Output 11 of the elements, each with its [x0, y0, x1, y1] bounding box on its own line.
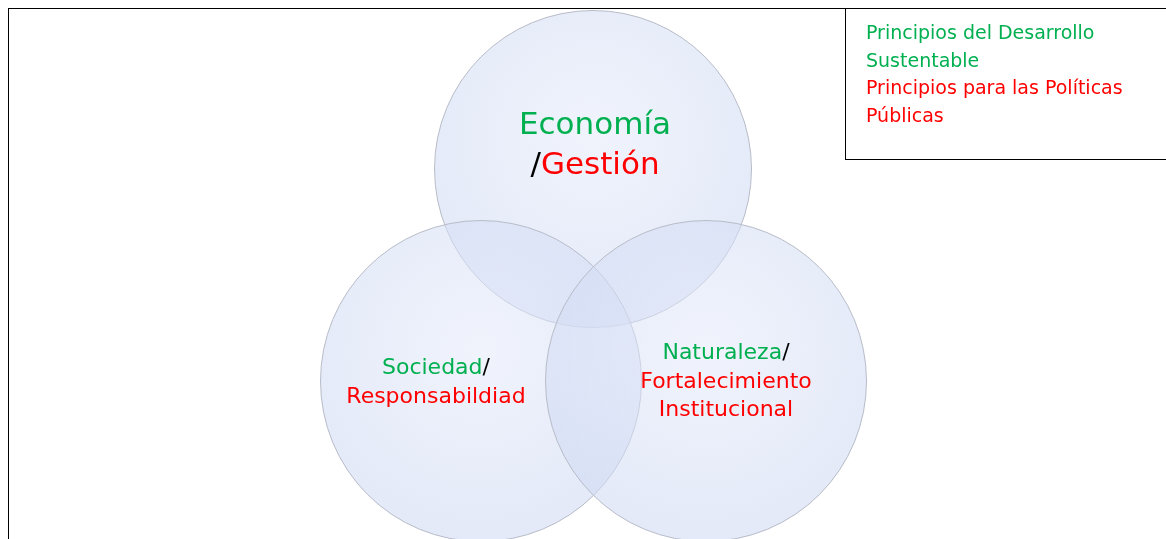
legend-entry: Principios del Desarrollo Sustentable [866, 20, 1096, 73]
venn-label: Fortalecimiento Institucional [640, 367, 812, 422]
slash-separator: / [482, 354, 490, 379]
venn-label: Naturaleza [662, 339, 783, 364]
legend-entry: Principios para las Políticas Públicas [866, 75, 1124, 128]
venn-label: Gestión [540, 145, 660, 182]
venn-label: Economía [519, 105, 671, 141]
venn-label: Sociedad [382, 354, 483, 379]
slash-separator: / [782, 339, 790, 364]
slash-separator: / [530, 145, 541, 182]
venn-label: Responsabildiad [346, 382, 526, 408]
